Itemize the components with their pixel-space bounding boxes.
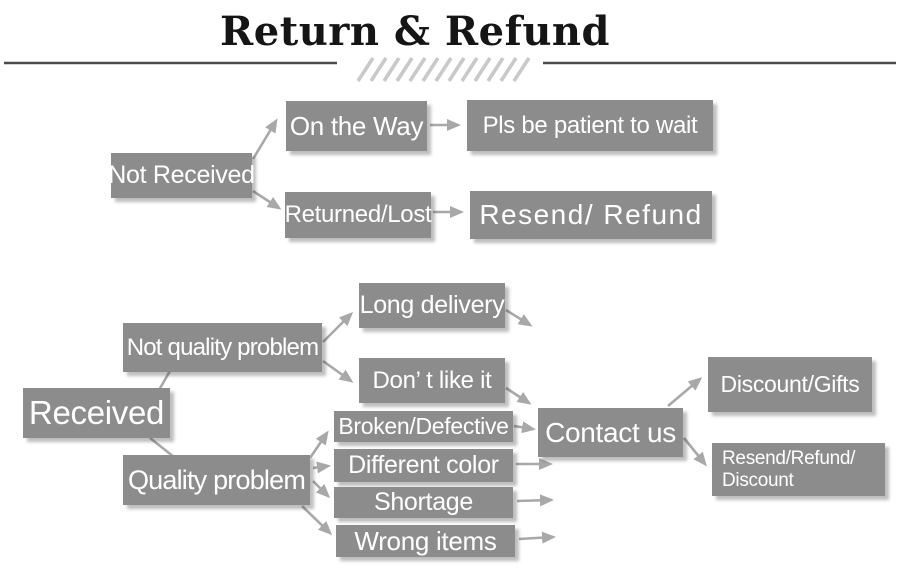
node-not-received: Not Received	[108, 153, 255, 198]
edge-not-quality-dont-like	[322, 359, 354, 383]
edge-broken-contact-us	[513, 421, 536, 434]
node-resend-refund-discount-line2: Discount	[722, 469, 794, 491]
node-resend-refund-discount: Resend/Refund/ Discount	[712, 443, 885, 496]
node-long-delivery: Long delivery	[359, 283, 505, 328]
edge-not-received-on-the-way	[251, 118, 278, 160]
node-discount-gifts: Discount/Gifts	[708, 357, 872, 412]
node-dont-like-it: Don’ t like it	[359, 358, 505, 403]
edge-contact-us-resend-discount	[682, 437, 707, 467]
edge-not-quality-long-delivery	[322, 311, 354, 343]
node-different-color: Different color	[334, 449, 513, 482]
edge-contact-us-discount-gifts	[667, 377, 703, 407]
node-returned-lost: Returned/Lost	[285, 192, 432, 238]
edge-quality-different-color	[312, 461, 331, 474]
node-pls-be-patient: Pls be patient to wait	[467, 100, 713, 151]
edge-not-received-returned-lost	[252, 189, 282, 210]
edge-dont-like-contact-us	[505, 386, 532, 405]
node-on-the-way: On the Way	[286, 101, 427, 151]
node-not-quality-problem: Not quality problem	[123, 323, 322, 372]
hatch-marks	[356, 57, 531, 82]
node-resend-refund: Resend/ Refund	[470, 191, 712, 239]
node-received: Received	[23, 388, 170, 438]
node-shortage: Shortage	[334, 487, 513, 518]
edge-quality-broken	[308, 430, 329, 459]
page-title: Return & Refund	[220, 8, 610, 55]
node-quality-problem: Quality problem	[123, 455, 310, 505]
edge-long-delivery-out	[505, 308, 533, 327]
edge-shortage-out	[516, 494, 554, 507]
edge-quality-shortage	[312, 480, 331, 499]
node-wrong-items: Wrong items	[336, 525, 515, 557]
node-contact-us: Contact us	[538, 408, 683, 457]
edge-wrong-items-out	[518, 531, 556, 544]
edge-quality-wrong-items	[301, 505, 333, 536]
node-resend-refund-discount-line1: Resend/Refund/	[722, 448, 856, 470]
node-broken-defective: Broken/Defective	[334, 411, 513, 442]
